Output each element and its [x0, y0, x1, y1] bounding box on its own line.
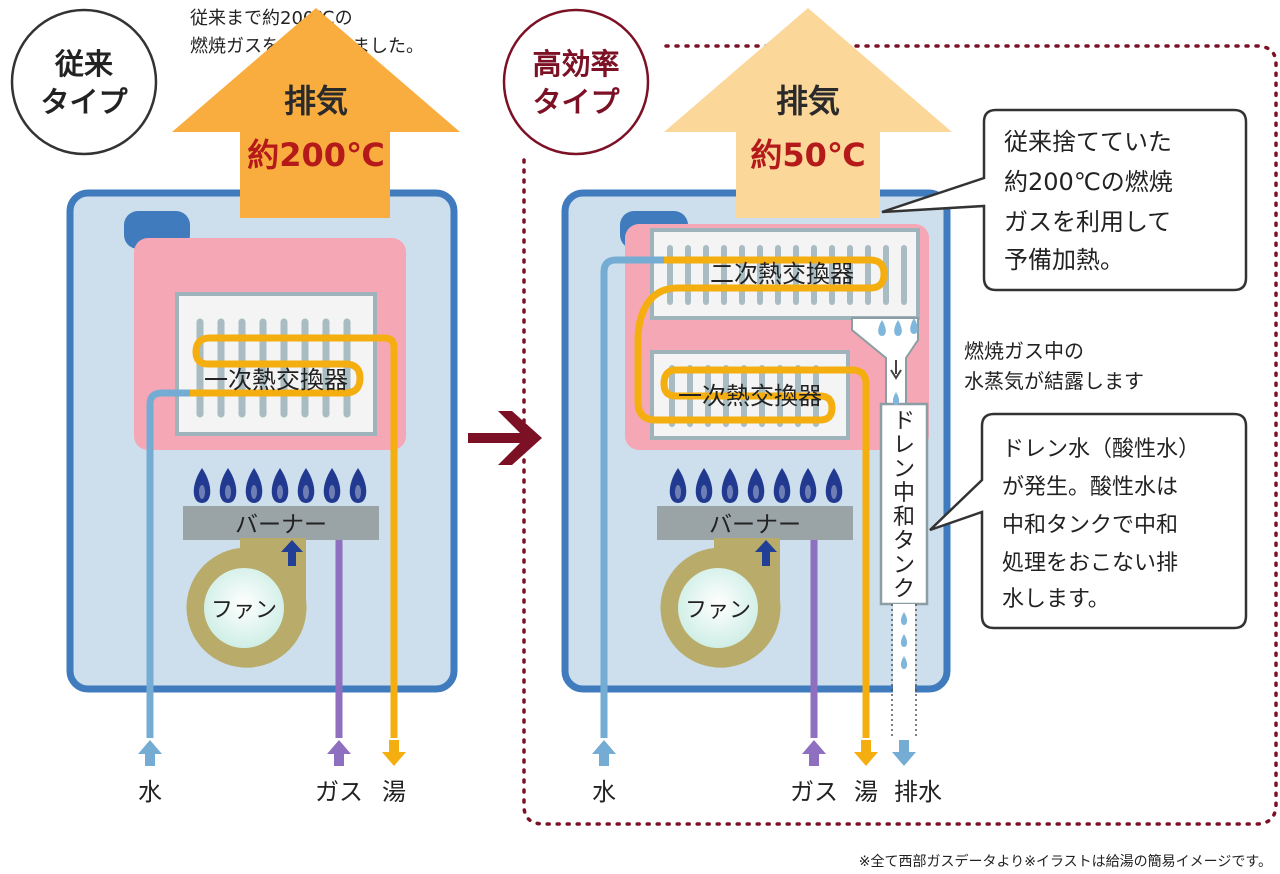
conventional-badge: 従来 タイプ — [10, 8, 158, 156]
badge-circle — [10, 8, 158, 156]
drain-flow-arrow — [890, 360, 902, 380]
io-water-label: 水 — [138, 778, 162, 806]
callout-drain-line2: が発生。酸性水は — [1002, 475, 1178, 500]
exhaust-temperature: 約50℃ — [750, 136, 865, 174]
callout-reuse-line2: 約200℃の燃焼 — [1004, 168, 1173, 196]
high-efficiency-badge: 高効率 タイプ — [502, 8, 650, 156]
hot-out-arrow — [854, 740, 878, 766]
high-efficiency-type-panel: 高効率 タイプ 排気 約50℃ — [502, 8, 1278, 826]
badge-line1: 従来 — [54, 47, 113, 81]
hot-out-arrow — [382, 740, 406, 766]
cold-water-pipe — [600, 256, 664, 738]
drain-tank-label: ドレン中和タンク — [893, 409, 915, 602]
callout-reuse-line3: ガスを利用して — [1004, 208, 1171, 236]
burner-label: バーナー — [235, 512, 327, 538]
gas-in-arrow — [327, 740, 351, 766]
hot-water-coil — [190, 334, 398, 738]
dotted-frame — [522, 44, 1278, 826]
io-drain-label: 排水 — [894, 778, 942, 806]
io-hot-label: 湯 — [854, 778, 878, 806]
burner — [657, 506, 853, 540]
conventional-type-panel: 従来 タイプ 従来まで約200℃の 燃焼ガスを捨てていました。 排気 約200℃… — [10, 8, 460, 806]
badge-line1: 高効率 — [532, 47, 619, 81]
secondary-heat-exchanger — [650, 228, 920, 320]
burner-flames — [669, 468, 843, 503]
air-up-arrow — [281, 540, 303, 566]
gas-in-arrow — [802, 740, 826, 766]
exhaust-arrow — [172, 8, 460, 218]
callout-drain-line3: 中和タンクで中和 — [1002, 513, 1178, 538]
exhaust-label: 排気 — [284, 82, 348, 120]
io-gas-label: ガス — [790, 778, 838, 806]
fan: ファン — [186, 538, 307, 668]
drain-out-arrow — [892, 740, 916, 766]
burner — [183, 506, 379, 540]
fan-label: ファン — [685, 598, 751, 623]
exhaust-label: 排気 — [776, 82, 840, 120]
callout-drain-line4: 処理をおこない排 — [1002, 551, 1178, 576]
callout-reuse-line4: 予備加熱。 — [1004, 246, 1124, 274]
callout-drain-line1: ドレン水（酸性水） — [1002, 437, 1200, 462]
fan-label: ファン — [211, 598, 277, 623]
drain-pipe-fill — [893, 604, 915, 736]
air-up-arrow — [755, 540, 777, 566]
cold-water-pipe — [146, 389, 190, 738]
hot-water-coil — [634, 256, 888, 738]
footnote: ※全て西部ガスデータより※イラストは給湯の簡易イメージです。 — [859, 853, 1272, 870]
condense-note-line2: 水蒸気が結露します — [964, 369, 1144, 393]
callout-reuse: 従来捨てていた 約200℃の燃焼 ガスを利用して 予備加熱。 — [881, 108, 1248, 292]
primary-exchanger-label: 一次熱交換器 — [204, 366, 348, 394]
callout-drain: ドレン水（酸性水） が発生。酸性水は 中和タンクで中和 処理をおこない排 水しま… — [929, 412, 1248, 630]
primary-exchanger-label: 一次熱交換器 — [678, 382, 822, 410]
condensate-drops — [878, 318, 918, 669]
exhaust-arrow — [664, 8, 952, 218]
exhaust-temperature: 約200℃ — [247, 136, 385, 174]
condense-note-line1: 燃焼ガス中の — [964, 339, 1084, 363]
water-in-arrow — [138, 740, 162, 766]
callout-drain-line5: 水します。 — [1002, 587, 1110, 612]
water-in-arrow — [592, 740, 616, 766]
io-gas-label: ガス — [315, 778, 363, 806]
burner-label: バーナー — [709, 512, 801, 538]
badge-line2: タイプ — [532, 85, 620, 119]
io-water-label: 水 — [592, 778, 616, 806]
callout-reuse-line1: 従来捨てていた — [1004, 128, 1172, 156]
comparison-arrow — [468, 411, 542, 465]
secondary-exchanger-label: 二次熱交換器 — [710, 260, 854, 288]
fan: ファン — [660, 538, 781, 668]
io-hot-label: 湯 — [382, 778, 406, 806]
badge-line2: タイプ — [40, 85, 128, 119]
burner-flames — [193, 468, 367, 503]
